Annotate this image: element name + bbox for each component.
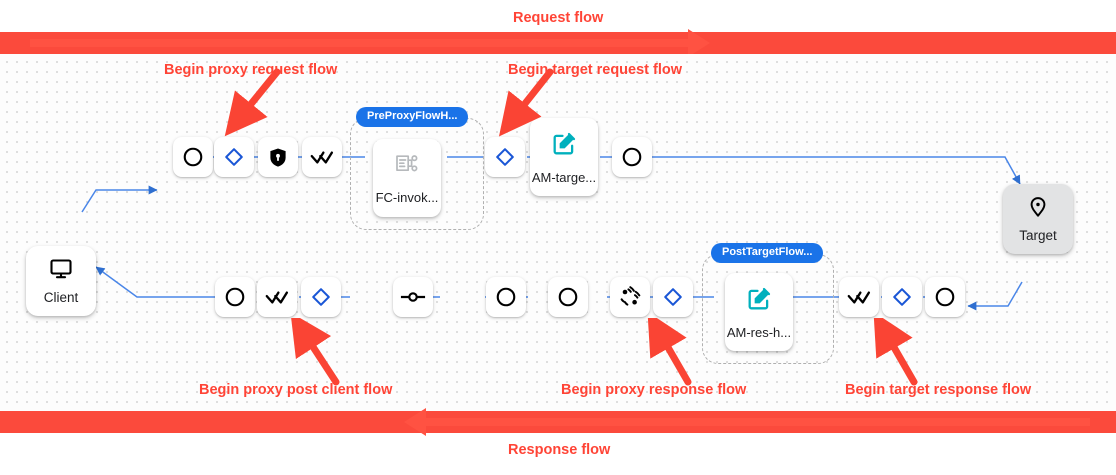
node-req-diamond-2[interactable] bbox=[485, 137, 525, 177]
double-check-icon bbox=[310, 148, 335, 167]
policy-card-fc-invoke[interactable]: FC-invok... bbox=[373, 139, 448, 224]
edit-square-icon bbox=[551, 131, 577, 162]
diagram-canvas: Client Target bbox=[0, 54, 1116, 411]
node-res-double-check-1[interactable] bbox=[257, 277, 297, 317]
group-chip-posttargetflowhook[interactable]: PostTargetFlow... bbox=[711, 243, 824, 263]
shield-lock-icon bbox=[267, 146, 289, 169]
policy-group-posttargetflowhook[interactable]: PostTargetFlow... AM-res-h... bbox=[702, 243, 834, 364]
double-check-icon bbox=[265, 288, 290, 307]
annotation-label-begin-proxy-response-flow: Begin proxy response flow bbox=[561, 382, 747, 398]
node-req-double-check[interactable] bbox=[302, 137, 342, 177]
response-flow-arrow-shaft bbox=[420, 418, 1090, 426]
monitor-icon bbox=[48, 257, 74, 286]
client-label: Client bbox=[43, 290, 79, 306]
node-res-circle-2[interactable] bbox=[486, 277, 526, 317]
node-res-diamond-3[interactable] bbox=[882, 277, 922, 317]
diamond-icon bbox=[891, 286, 913, 308]
circle-icon bbox=[621, 146, 643, 168]
diamond-icon bbox=[310, 286, 332, 308]
circle-icon bbox=[182, 146, 204, 168]
link-response-to-client bbox=[95, 266, 215, 298]
circle-icon bbox=[934, 286, 956, 308]
client-endpoint-node[interactable]: Client bbox=[26, 246, 96, 316]
target-label: Target bbox=[1019, 228, 1057, 244]
policy-card-label: AM-res-h... bbox=[726, 324, 792, 340]
circle-icon bbox=[495, 286, 517, 308]
node-req-circle-2[interactable] bbox=[612, 137, 652, 177]
diamond-icon bbox=[662, 286, 684, 308]
request-flow-bar bbox=[0, 29, 1116, 57]
diamond-icon bbox=[494, 146, 516, 168]
signal-broadcast-icon bbox=[618, 285, 642, 309]
policy-card-label: AM-targe... bbox=[531, 169, 597, 185]
request-flow-arrow-shaft bbox=[30, 39, 695, 47]
annotation-label-begin-proxy-request-flow: Begin proxy request flow bbox=[164, 62, 338, 78]
policy-card-am-res-hook[interactable]: AM-res-h... bbox=[725, 273, 800, 358]
policy-group-preproxyflowhook[interactable]: PreProxyFlowH... FC-invok... bbox=[350, 107, 484, 230]
request-flow-arrow-head bbox=[688, 29, 710, 57]
node-res-circle-4[interactable] bbox=[925, 277, 965, 317]
double-check-icon bbox=[847, 288, 872, 307]
node-req-diamond-1[interactable] bbox=[214, 137, 254, 177]
edit-square-icon bbox=[746, 286, 772, 317]
node-res-circle-3[interactable] bbox=[548, 277, 588, 317]
node-res-signal-broadcast[interactable] bbox=[610, 277, 650, 317]
policy-card-am-target[interactable]: AM-targe... bbox=[530, 118, 605, 203]
response-flow-arrow-head bbox=[404, 408, 426, 436]
circle-icon bbox=[557, 286, 579, 308]
target-endpoint-node[interactable]: Target bbox=[1003, 184, 1073, 254]
response-flow-label: Response flow bbox=[508, 442, 611, 458]
link-request-to-target bbox=[652, 156, 1021, 185]
node-res-flow-node[interactable] bbox=[393, 277, 433, 317]
group-chip-preproxyflowhook[interactable]: PreProxyFlowH... bbox=[356, 107, 469, 127]
response-flow-bar bbox=[0, 408, 1116, 436]
circle-icon bbox=[224, 286, 246, 308]
node-res-double-check-2[interactable] bbox=[839, 277, 879, 317]
node-res-circle-1[interactable] bbox=[215, 277, 255, 317]
flow-node-icon bbox=[400, 290, 426, 304]
node-req-shield-lock[interactable] bbox=[258, 137, 298, 177]
request-flow-label: Request flow bbox=[513, 10, 604, 26]
annotation-label-begin-target-request-flow: Begin target request flow bbox=[508, 62, 683, 78]
annotation-label-begin-target-response-flow: Begin target response flow bbox=[845, 382, 1032, 398]
node-req-circle-1[interactable] bbox=[173, 137, 213, 177]
location-pin-icon bbox=[1027, 195, 1049, 224]
connector-layer bbox=[81, 156, 1023, 311]
link-client-to-request bbox=[81, 185, 158, 213]
node-res-diamond-2[interactable] bbox=[653, 277, 693, 317]
diamond-icon bbox=[223, 146, 245, 168]
policy-card-label: FC-invok... bbox=[375, 189, 439, 205]
annotation-label-begin-proxy-post-client-flow: Begin proxy post client flow bbox=[199, 382, 393, 398]
script-flow-icon bbox=[394, 153, 420, 182]
link-target-to-response bbox=[967, 281, 1023, 311]
node-res-diamond-1[interactable] bbox=[301, 277, 341, 317]
